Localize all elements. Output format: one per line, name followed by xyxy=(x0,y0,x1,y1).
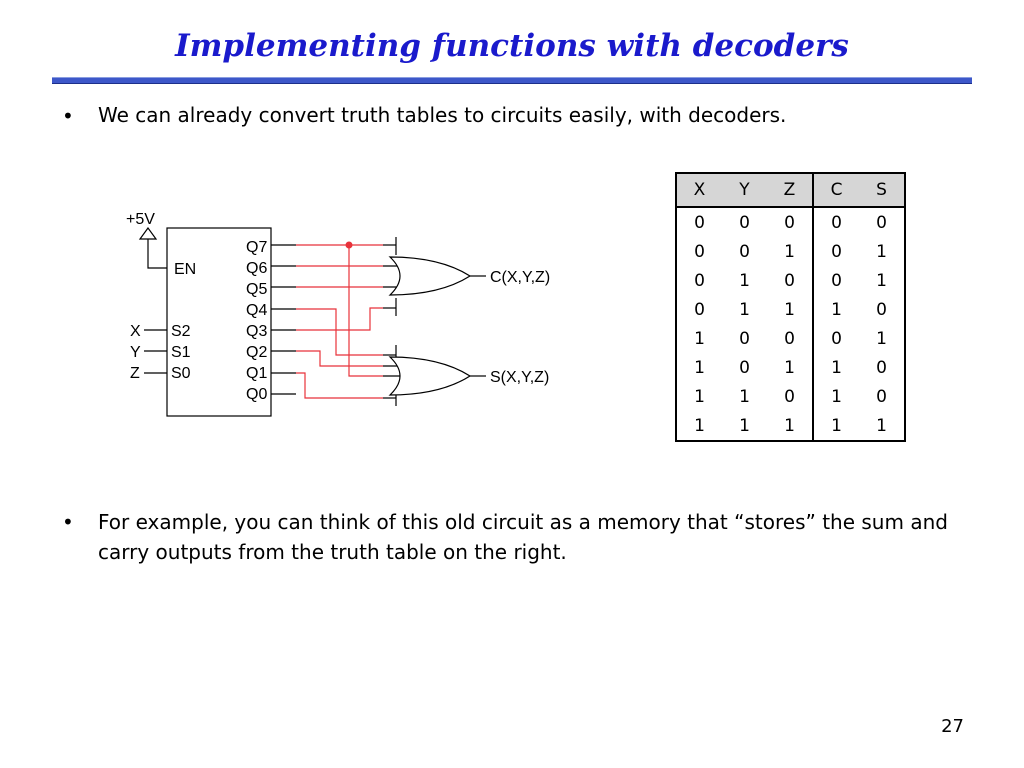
input-pins: X Y Z S2 S1 S0 xyxy=(130,323,191,382)
table-cell: 0 xyxy=(876,357,887,378)
input-name-z: Z xyxy=(130,365,140,382)
table-cell: 1 xyxy=(694,328,705,349)
table-cell: 0 xyxy=(812,207,859,237)
table-cell: 0 xyxy=(876,212,887,233)
pin-s2: S2 xyxy=(171,323,191,340)
table-cell: 0 xyxy=(694,241,705,262)
decoder-box xyxy=(166,227,272,417)
table-cell: 0 xyxy=(784,328,795,349)
table-cell: 1 xyxy=(812,411,859,441)
pin-q3: Q3 xyxy=(246,323,267,340)
pin-s0: S0 xyxy=(171,365,191,382)
sum-or-gate: S(X,Y,Z) xyxy=(388,345,549,406)
col-header-z: Z xyxy=(767,173,813,208)
table-cell: 0 xyxy=(812,237,859,266)
table-cell: 1 xyxy=(739,386,750,407)
pin-q6: Q6 xyxy=(246,260,267,277)
pin-q5: Q5 xyxy=(246,281,267,298)
table-cell: 1 xyxy=(694,386,705,407)
table-cell: 1 xyxy=(812,295,859,324)
carry-or-gate: C(X,Y,Z) xyxy=(388,237,550,316)
pin-q2: Q2 xyxy=(246,344,267,361)
table-cell: 1 xyxy=(876,270,887,291)
vcc-label: +5V xyxy=(126,211,155,228)
table-cell: 1 xyxy=(739,270,750,291)
enable-pin-label: EN xyxy=(174,261,196,278)
table-cell: 1 xyxy=(784,241,795,262)
pin-q0: Q0 xyxy=(246,386,267,403)
pin-q1: Q1 xyxy=(246,365,267,382)
carry-output-label: C(X,Y,Z) xyxy=(490,269,550,286)
sum-output-label: S(X,Y,Z) xyxy=(490,369,549,386)
input-name-y: Y xyxy=(130,344,141,361)
bullet-marker-2: • xyxy=(62,510,74,534)
table-cell: 0 xyxy=(784,270,795,291)
table-cell: 1 xyxy=(694,357,705,378)
table-cell: 0 xyxy=(694,212,705,233)
col-header-c: C xyxy=(812,173,859,208)
bullet-marker-1: • xyxy=(62,104,74,128)
bullet-text-1: We can already convert truth tables to c… xyxy=(98,103,787,127)
page-number: 27 xyxy=(941,716,964,737)
table-cell: 0 xyxy=(739,241,750,262)
table-cell: 0 xyxy=(812,324,859,353)
table-cell: 1 xyxy=(784,299,795,320)
table-cell: 0 xyxy=(876,299,887,320)
table-cell: 0 xyxy=(876,386,887,407)
slide-title: Implementing functions with decoders xyxy=(175,28,849,64)
table-cell: 1 xyxy=(812,353,859,382)
table-cell: 0 xyxy=(812,266,859,295)
table-cell: 0 xyxy=(739,328,750,349)
vcc-arrow-icon xyxy=(138,226,158,240)
table-cell: 1 xyxy=(876,415,887,436)
table-cell: 0 xyxy=(739,212,750,233)
table-cell: 0 xyxy=(694,270,705,291)
output-pins: Q7 Q6 Q5 Q4 Q3 Q2 Q1 Q0 xyxy=(246,239,296,403)
table-cell: 1 xyxy=(876,328,887,349)
decoder-circuit-diagram: +5V EN X Y Z S2 S1 S0 Q7 Q6 Q5 Q4 Q3 Q2 … xyxy=(126,211,550,417)
table-cell: 0 xyxy=(694,299,705,320)
pin-q7: Q7 xyxy=(246,239,267,256)
table-cell: 1 xyxy=(694,415,705,436)
table-cell: 1 xyxy=(739,299,750,320)
title-divider xyxy=(52,77,972,84)
pin-s1: S1 xyxy=(171,344,191,361)
input-name-x: X xyxy=(130,323,141,340)
table-cell: 0 xyxy=(739,357,750,378)
table-cell: 1 xyxy=(876,241,887,262)
table-cell: 1 xyxy=(739,415,750,436)
bullet-text-2: For example, you can think of this old c… xyxy=(98,510,948,564)
pin-q4: Q4 xyxy=(246,302,267,319)
interconnect-wires xyxy=(296,244,383,399)
table-cell: 1 xyxy=(812,382,859,411)
col-header-x: X xyxy=(676,173,722,208)
col-header-s: S xyxy=(859,173,905,208)
table-cell: 0 xyxy=(784,212,795,233)
table-header-row: X Y Z C S xyxy=(676,173,905,208)
col-header-y: Y xyxy=(722,173,767,208)
table-cell: 0 xyxy=(784,386,795,407)
junction-dot xyxy=(345,241,353,249)
table-cell: 1 xyxy=(784,415,795,436)
table-cell: 1 xyxy=(784,357,795,378)
enable-wire xyxy=(147,239,167,269)
